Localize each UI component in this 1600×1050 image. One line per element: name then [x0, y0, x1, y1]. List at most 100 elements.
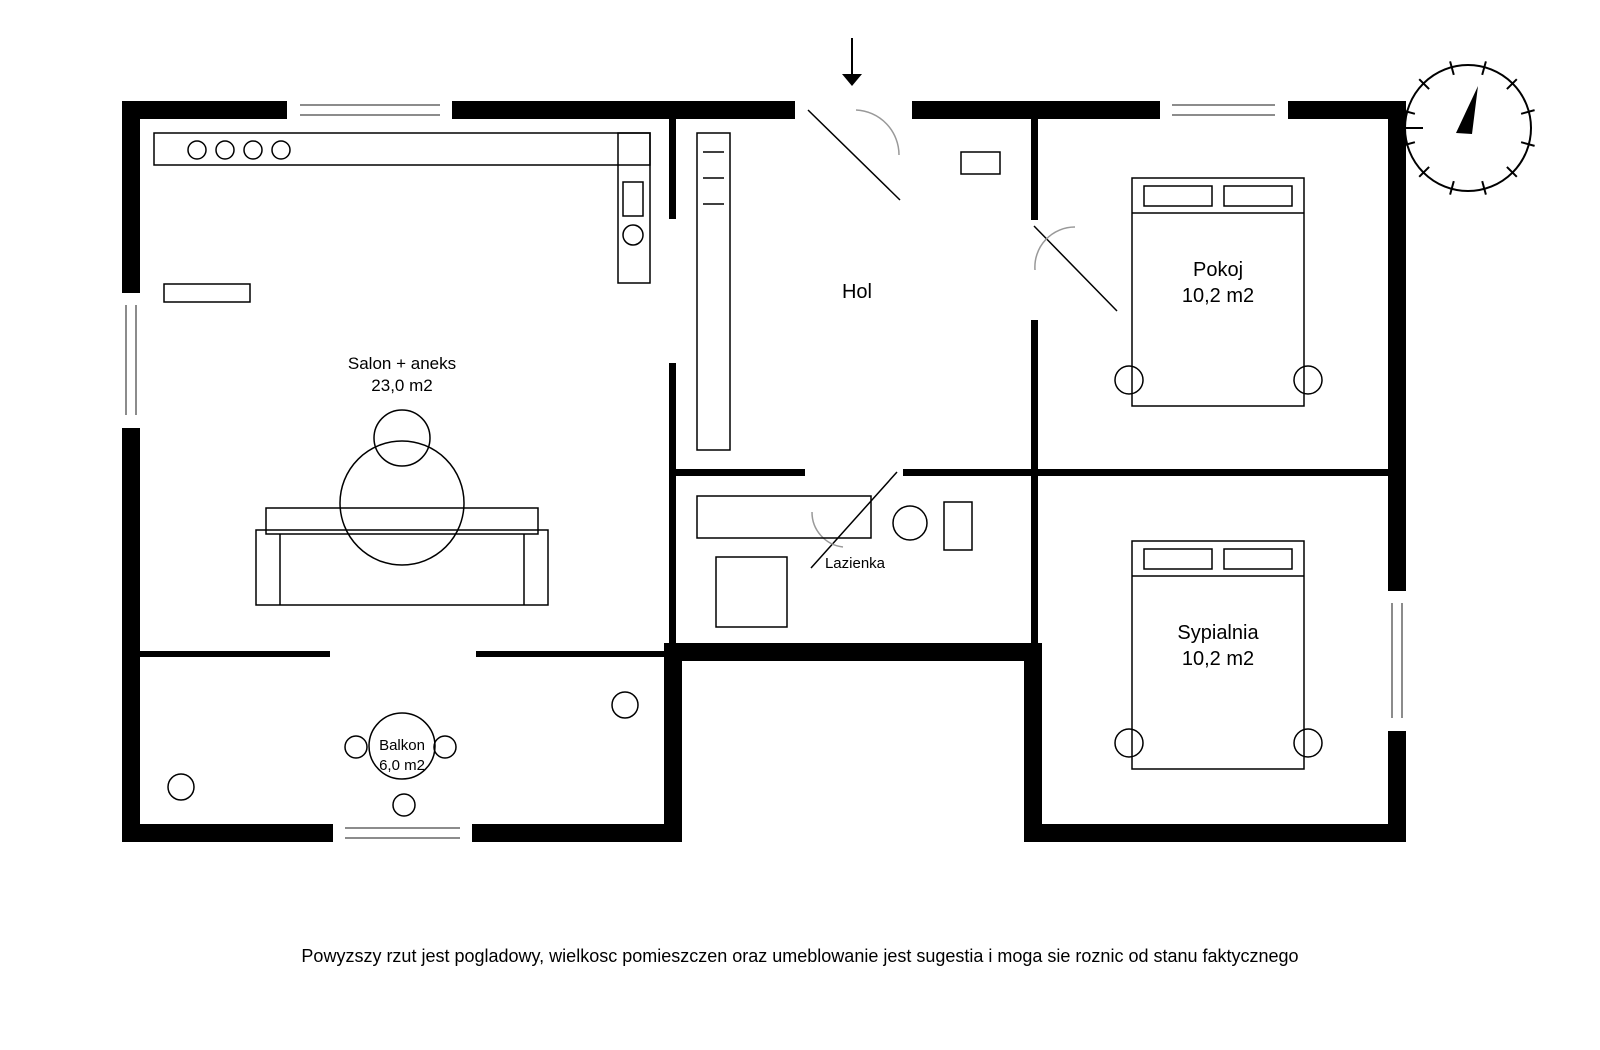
nightstand-lamp-icon	[1293, 728, 1323, 758]
kitchen-counter	[153, 132, 651, 166]
partition-salon-hol-upper	[669, 119, 676, 219]
stove-burner-icon	[243, 140, 263, 160]
compass-tick	[1401, 109, 1416, 115]
partitions	[140, 119, 1388, 657]
toilet	[943, 501, 973, 551]
nightstand-lamp-icon	[1114, 365, 1144, 395]
compass-tick	[1520, 109, 1535, 115]
wall-right-1	[1388, 101, 1406, 591]
pokoj-door	[1033, 225, 1118, 312]
wall-left-1	[122, 101, 140, 293]
window-top-salon	[300, 104, 440, 116]
compass-tick	[1401, 141, 1416, 147]
window-right-sypialnia	[1391, 603, 1403, 718]
plant-pot-icon	[611, 691, 639, 719]
partition-salon-balkon-left	[140, 651, 330, 657]
compass-tick	[1506, 78, 1518, 90]
pillow	[1223, 548, 1293, 570]
windows	[125, 104, 1403, 839]
sofa	[255, 529, 549, 606]
pillow	[1143, 185, 1213, 207]
chair	[373, 409, 431, 467]
compass-tick	[1418, 78, 1430, 90]
balkon-name-label: Balkon	[379, 737, 425, 754]
window-bottom-balkon	[345, 827, 460, 839]
compass-tick	[1481, 61, 1487, 76]
bed-pokoj	[1131, 177, 1305, 407]
compass-tick	[1520, 141, 1535, 147]
bathroom-door-arc	[811, 511, 844, 548]
wall-bottom-2	[472, 824, 682, 842]
stove-burner-icon	[271, 140, 291, 160]
wall-balcony-right	[664, 648, 682, 842]
compass-needle-icon	[1456, 86, 1478, 134]
window-left-salon	[125, 305, 137, 415]
compass-icon	[1401, 61, 1535, 195]
bed-sypialnia	[1131, 540, 1305, 770]
stove-burner-icon	[215, 140, 235, 160]
compass-tick	[1481, 180, 1487, 195]
wall-top-2	[452, 101, 795, 119]
entrance-arrow-icon	[842, 38, 862, 86]
sofa-back	[265, 507, 539, 535]
sypialnia-area-label: 10,2 m2	[1182, 648, 1254, 670]
pillow	[1143, 548, 1213, 570]
walls	[122, 101, 1406, 842]
window-top-pokoj	[1172, 104, 1275, 116]
compass-tick	[1449, 180, 1455, 195]
wall-bottom-3	[1024, 824, 1406, 842]
compass-tick	[1449, 61, 1455, 76]
shower	[715, 556, 788, 628]
compass-tick	[1506, 166, 1518, 178]
balcony-table	[368, 712, 436, 780]
lazienka-name-label: Lazienka	[825, 555, 886, 572]
salon-area-label: 23,0 m2	[371, 376, 432, 395]
wall-top-1	[122, 101, 287, 119]
partition-salon-hol-lower	[669, 363, 676, 648]
hall-cabinet	[960, 151, 1001, 175]
plant-pot-icon	[167, 773, 195, 801]
partition-hol-pokoj-upper	[1031, 119, 1038, 220]
pokoj-name-label: Pokoj	[1193, 259, 1243, 281]
wall-bedroom-left	[1024, 643, 1042, 842]
entrance-door	[807, 109, 901, 201]
washbasin	[892, 505, 928, 541]
sypialnia-name-label: Sypialnia	[1177, 622, 1259, 644]
balcony-chair	[392, 793, 416, 817]
pokoj-door-arc	[1034, 226, 1076, 271]
stove-burner-icon	[187, 140, 207, 160]
balcony-chair	[433, 735, 457, 759]
hall-wardrobe	[696, 132, 731, 451]
room-labels: Salon + aneks 23,0 m2 Hol Pokoj 10,2 m2 …	[348, 259, 1260, 774]
wall-bathroom-bottom	[664, 643, 1042, 661]
balkon-area-label: 6,0 m2	[379, 757, 425, 774]
partition-hol-bath-left	[676, 469, 805, 476]
sink-drain-icon	[622, 224, 644, 246]
disclaimer-note: Powyzszy rzut jest pogladowy, wielkosc p…	[301, 946, 1299, 966]
wall-top-3	[912, 101, 1160, 119]
wall-right-2	[1388, 731, 1406, 842]
partition-hol-pokoj-lower	[1031, 320, 1038, 643]
partition-salon-balkon-right	[476, 651, 664, 657]
partition-pokoj-sypialnia	[1038, 469, 1388, 476]
bathtub	[696, 495, 872, 539]
tv-stand	[163, 283, 251, 303]
round-table	[339, 440, 465, 566]
wall-top-4	[1288, 101, 1406, 119]
kitchen-sink	[622, 181, 644, 217]
nightstand-lamp-icon	[1293, 365, 1323, 395]
compass-tick	[1418, 166, 1430, 178]
furniture	[153, 132, 1323, 817]
salon-name-label: Salon + aneks	[348, 354, 456, 373]
pillow	[1223, 185, 1293, 207]
hol-name-label: Hol	[842, 281, 872, 303]
entrance-door-arc	[855, 109, 900, 156]
kitchen-counter-side	[617, 132, 651, 284]
wall-left-2	[122, 428, 140, 842]
partition-hol-bath-right	[903, 469, 1033, 476]
nightstand-lamp-icon	[1114, 728, 1144, 758]
pokoj-area-label: 10,2 m2	[1182, 285, 1254, 307]
doors	[807, 109, 1118, 569]
wall-bottom-1	[122, 824, 333, 842]
